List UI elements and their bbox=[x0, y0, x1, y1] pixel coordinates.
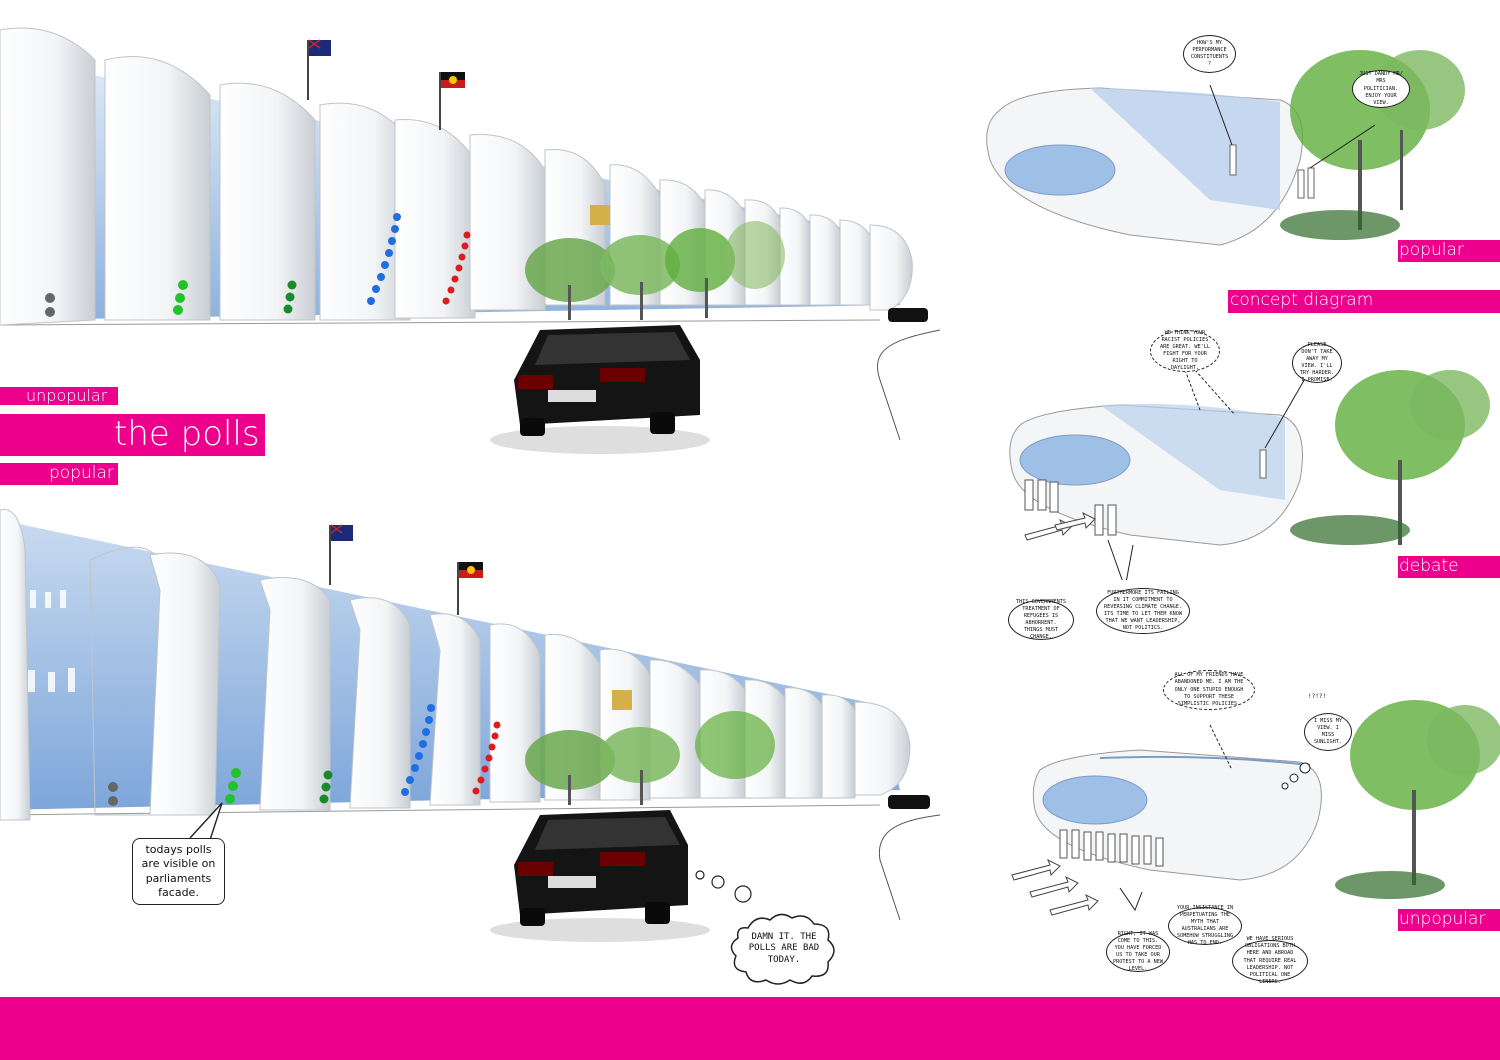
coat-of-arms-icon bbox=[612, 690, 632, 710]
unpopular-politician-bubble: I MISS MY VIEW. I MISS SUNLIGHT. bbox=[1304, 713, 1352, 751]
state-popular-band: popular bbox=[1398, 240, 1500, 262]
unpopular-crowd-bubble: ALL OF MY FRIENDS HAVE ABANDONED ME. I A… bbox=[1163, 670, 1255, 710]
footer-magenta-bar bbox=[0, 997, 1500, 1060]
protester-figures bbox=[1024, 479, 1117, 536]
poll-dots-bottom bbox=[108, 704, 501, 806]
scale-popular-band: popular bbox=[0, 463, 118, 485]
aboriginal-flag-icon bbox=[439, 72, 465, 130]
debate-politician-bubble: PLEASE DON'T TAKE AWAY MY VIEW. I'LL TRY… bbox=[1292, 342, 1342, 383]
black-sedan-icon bbox=[490, 810, 710, 942]
push-arrow-icon bbox=[1011, 858, 1099, 916]
coat-of-arms-icon bbox=[590, 205, 610, 225]
the-polls-band: the polls bbox=[0, 414, 265, 456]
concept-debate-render bbox=[1009, 369, 1490, 580]
concept-unpopular-render bbox=[1011, 700, 1500, 916]
state-debate-band: debate bbox=[1398, 556, 1500, 578]
scale-unpopular-band: unpopular bbox=[0, 387, 118, 405]
poll-dots-top bbox=[45, 213, 471, 317]
tree-icon bbox=[525, 711, 775, 805]
popular-politician-bubble: HOW'S MY PERFORMANCE CONSTITUENTS ? bbox=[1183, 35, 1236, 73]
distant-car-icon bbox=[888, 308, 928, 322]
tree-icon bbox=[525, 221, 785, 320]
tree-icon bbox=[1335, 700, 1500, 899]
aboriginal-flag-icon bbox=[457, 562, 483, 615]
unpopular-protester-c-bubble: WE HAVE SERIOUS OBLIGATIONS BOTH HERE AN… bbox=[1232, 936, 1308, 985]
unpopular-protester-a-bubble: RIGHT, IT WAS COME TO THIS. YOU HAVE FOR… bbox=[1106, 931, 1170, 972]
push-arrow-icon bbox=[1024, 511, 1096, 541]
citizen-figure bbox=[1297, 169, 1305, 199]
facade-note-callout: todays polls are visible on parliaments … bbox=[132, 838, 225, 905]
parliament-render-popular bbox=[0, 27, 941, 454]
popular-citizens-bubble: JUST DANDY MR/ MRS POLITICIAN. ENJOY YOU… bbox=[1352, 70, 1410, 108]
debate-protester-b-bubble: FURTHERMORE ITS FAILING IN IT COMMITMENT… bbox=[1096, 588, 1190, 634]
australian-flag-icon bbox=[329, 524, 353, 585]
parliament-render-unpopular bbox=[0, 509, 941, 942]
concept-popular-render bbox=[986, 50, 1465, 246]
unpopular-protester-b-bubble: YOUR INSISTANCE IN PERPETUATING THE MYTH… bbox=[1168, 905, 1242, 946]
state-unpopular-band: unpopular bbox=[1398, 909, 1500, 931]
tree-icon bbox=[1290, 370, 1490, 545]
distant-car-icon bbox=[888, 795, 930, 809]
protester-figures bbox=[1059, 829, 1164, 867]
concept-diagram-band: concept diagram bbox=[1228, 290, 1500, 313]
australian-flag-icon bbox=[307, 39, 331, 100]
debate-protester-a-bubble: THIS GOVERNMENTS TREATMENT OF REFUGEES I… bbox=[1008, 599, 1074, 640]
politician-figure bbox=[1229, 144, 1237, 176]
unpopular-exclaim-text: !?!?! bbox=[1308, 693, 1327, 700]
black-sedan-icon bbox=[490, 325, 710, 454]
car-thought-cloud: DAMN IT. THE POLLS ARE BAD TODAY. bbox=[728, 910, 840, 988]
debate-crowd-bubble: WE THINK YOUR RACIST POLICIES ARE GREAT.… bbox=[1150, 330, 1220, 372]
